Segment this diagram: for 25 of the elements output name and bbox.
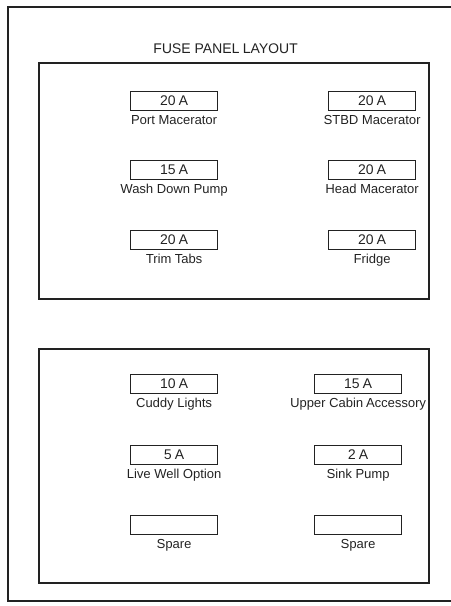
fuse-label: Port Macerator — [131, 112, 217, 127]
diagram-title: FUSE PANEL LAYOUT — [152, 40, 299, 56]
fuse-label: Upper Cabin Accessory — [290, 395, 426, 410]
fuse-label: STBD Macerator — [324, 112, 420, 127]
fuse-rating: 20 A — [328, 91, 416, 111]
fuse-rating: 15 A — [130, 160, 218, 180]
fuse-rating: 20 A — [328, 160, 416, 180]
fuse-rating: 15 A — [314, 374, 402, 394]
fuse-rating: 10 A — [130, 374, 218, 394]
fuse-rating: 2 A — [314, 445, 402, 465]
fuse-rating: 5 A — [130, 445, 218, 465]
fuse-label: Fridge — [354, 251, 390, 266]
fuse-label: Sink Pump — [326, 466, 390, 481]
fuse-panel — [38, 348, 430, 584]
fuse-panel — [38, 62, 430, 300]
fuse-label: Spare — [340, 536, 376, 551]
fuse-label: Spare — [156, 536, 192, 551]
fuse-label: Live Well Option — [126, 466, 222, 481]
fuse-rating: 20 A — [328, 230, 416, 250]
fuse-label: Head Macerator — [325, 181, 419, 196]
fuse-rating: 20 A — [130, 91, 218, 111]
fuse-rating: 20 A — [130, 230, 218, 250]
fuse-label: Trim Tabs — [146, 251, 202, 266]
fuse-label: Cuddy Lights — [136, 395, 212, 410]
fuse-label: Wash Down Pump — [120, 181, 228, 196]
